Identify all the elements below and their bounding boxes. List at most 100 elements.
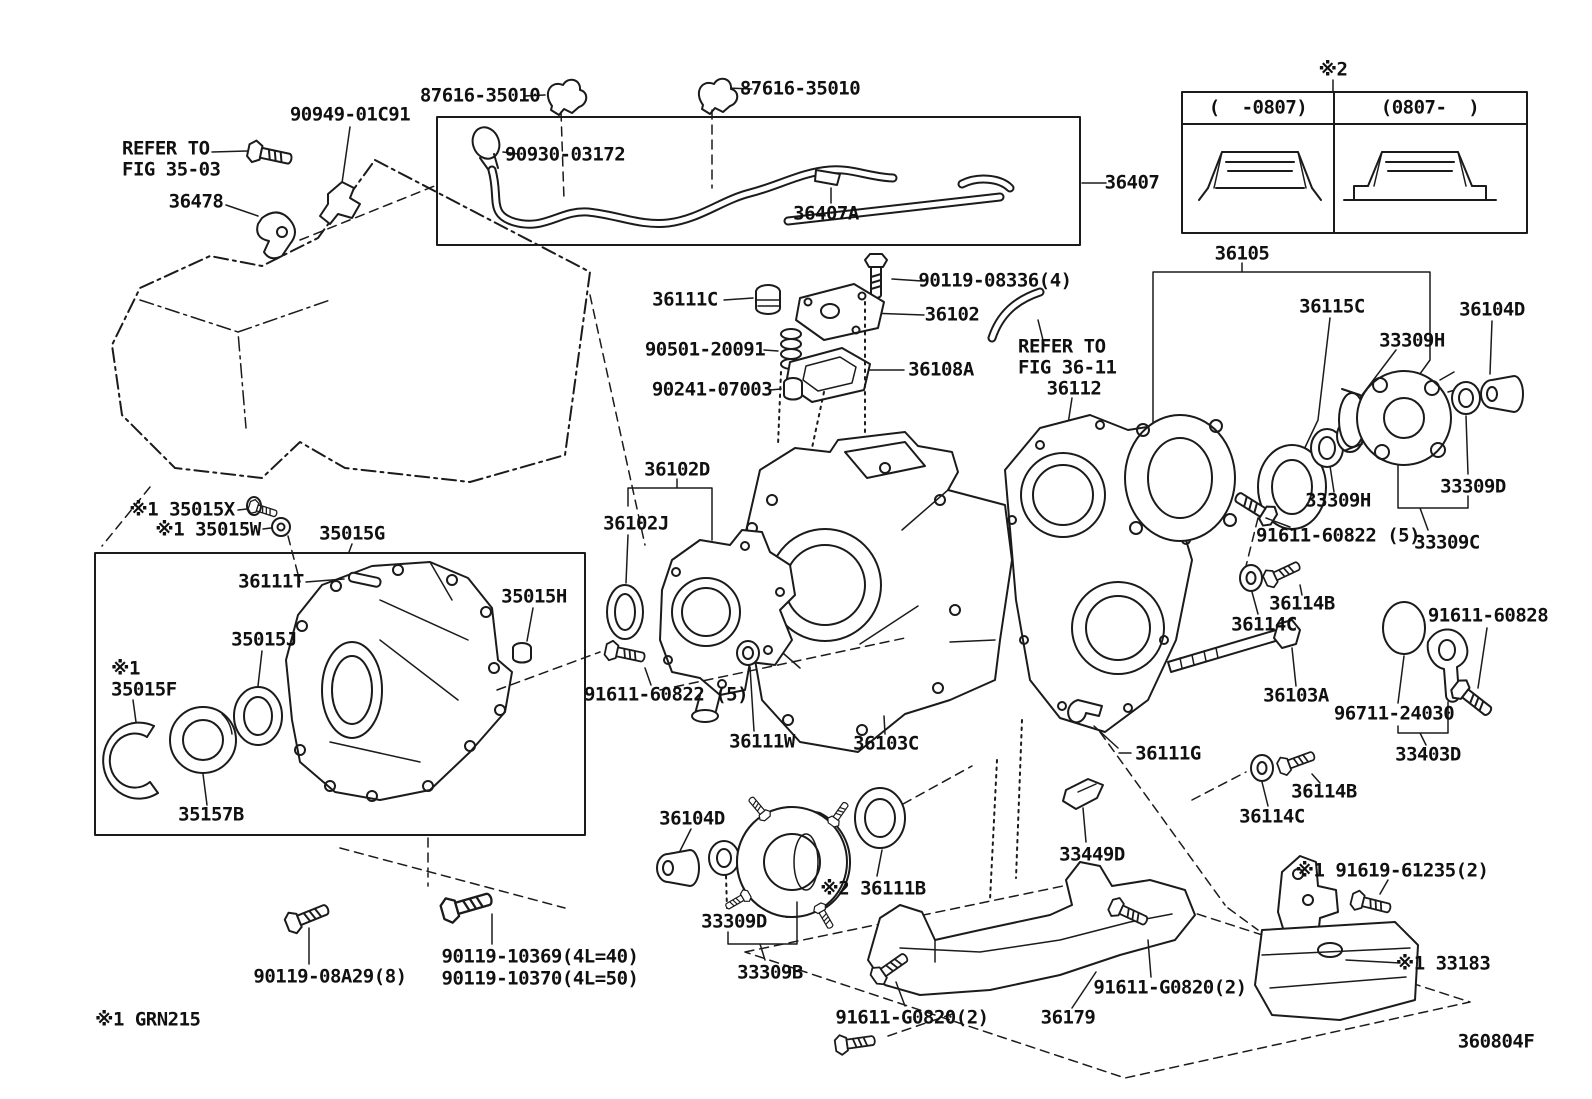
plug-90241: [769, 377, 803, 401]
part-label-36111w: 36111W: [729, 730, 795, 753]
part-label-33309d-b: 33309D: [701, 910, 767, 933]
snap-ring-35015f: [102, 699, 159, 800]
part-label-36114c-a: 36114C: [1231, 613, 1297, 636]
control-retainer-36102: [795, 283, 925, 341]
companion-flange-33309c: [1338, 370, 1469, 531]
part-label-90930-03172: 90930-03172: [504, 143, 626, 166]
part-label-91611-g0820-l: 91611-G0820(2): [835, 1006, 989, 1029]
transmission-ghost-outline: [101, 159, 646, 547]
part-label-36114b-b: 36114B: [1291, 780, 1357, 803]
part-label-36102: 36102: [924, 303, 980, 326]
part-label-36108a: 36108A: [908, 358, 974, 381]
part-label-refer-fig-35-03: REFER TO FIG 35-03: [122, 137, 221, 181]
lock-nut-36104d-bottom: [656, 828, 700, 887]
part-label-35015g: 35015G: [319, 522, 385, 545]
part-label-91611-g0820-r: 91611-G0820(2): [1093, 976, 1247, 999]
part-label-91611-60822-a: 91611-60822 (5): [1255, 524, 1421, 547]
part-label-96711-24030: 96711-24030: [1333, 702, 1455, 725]
part-label-36103c: 36103C: [853, 732, 919, 755]
part-label-36102d: 36102D: [644, 458, 710, 481]
bolt-90119-08a29: [281, 897, 333, 965]
part-label-90119-10369: 90119-10369(4L=40): [441, 945, 639, 968]
part-label-91619-61235: ※1 91619-61235(2): [1295, 859, 1490, 882]
part-label-33449d: 33449D: [1059, 843, 1125, 866]
part-label-90949-01c91: 90949-01C91: [289, 103, 411, 126]
seal-ring-33309d-right: [1451, 381, 1481, 475]
part-label-36104d-b: 36104D: [659, 807, 725, 830]
part-label-33309h-b: 33309H: [1305, 489, 1371, 512]
part-label-36179: 36179: [1040, 1006, 1096, 1029]
clamp-33449d: [1062, 778, 1104, 843]
part-label-90501-20091: 90501-20091: [644, 338, 766, 361]
bolt-91611-60828: [1447, 627, 1498, 723]
washer-bolt-36114-upper: [1239, 555, 1304, 615]
mount-33183: [1227, 855, 1419, 1021]
pump-cover-36102d: [627, 478, 796, 723]
part-label-36105: 36105: [1214, 242, 1270, 265]
lock-nut-36104d-right: [1480, 320, 1524, 413]
plug-35015h: [512, 607, 534, 664]
part-label-33309h-a: 33309H: [1379, 329, 1445, 352]
part-label-36115c: 36115C: [1299, 295, 1365, 318]
part-label-87616-35010-l: 87616-35010: [419, 84, 541, 107]
part-label-33309d-a: 33309D: [1440, 475, 1506, 498]
bolt-90119-08336: [864, 253, 923, 299]
part-label-36111b: ※2 36111B: [820, 877, 926, 900]
part-label-33309c: 33309C: [1414, 531, 1480, 554]
oil-seal-36111b: [854, 765, 973, 877]
extension-housing-box: [94, 543, 586, 836]
part-label-33183: ※1 33183: [1395, 952, 1491, 975]
part-label-36102j: 36102J: [603, 512, 669, 535]
part-label-35015j: 35015J: [231, 628, 297, 651]
bolt-91611-60822-left: [602, 638, 652, 686]
hose-clamp-right: [697, 77, 753, 189]
alignment-dots: [777, 301, 866, 449]
part-label-note-2-marker: ※2: [1318, 58, 1348, 81]
bolt-91611-g0820-left: [833, 947, 959, 1057]
hose-clamp-left: [523, 78, 588, 201]
part-label-36478: 36478: [168, 190, 224, 213]
part-label-36104d-a: 36104D: [1459, 298, 1525, 321]
part-label-90119-08336: 90119-08336(4): [918, 269, 1072, 292]
hose-clip-36407a: [814, 169, 841, 204]
part-label-variant-col-late: (0807- ): [1380, 96, 1480, 119]
part-label-36111c: 36111C: [652, 288, 718, 311]
bolt-91611-60822-right: [1229, 485, 1291, 567]
part-label-36114b-a: 36114B: [1269, 592, 1335, 615]
part-label-360804f: 360804F: [1457, 1030, 1535, 1053]
hub-drum-33309b: [722, 793, 853, 961]
bearing-retainer-36105: [1124, 414, 1237, 542]
bracket-36478: [225, 204, 296, 260]
part-label-36111g: 36111G: [1135, 742, 1201, 765]
part-label-variant-col-early: ( -0807): [1208, 96, 1308, 119]
part-label-35015x: ※1 35015X: [129, 498, 235, 521]
part-label-36407a: 36407A: [793, 202, 859, 225]
part-label-refer-fig-36-11: REFER TO FIG 36-11: [1018, 335, 1117, 379]
bolt-91611-g0820-right: [1105, 894, 1152, 978]
breather-tube-36111g: [1067, 699, 1226, 906]
assembly-dash-lines: [496, 637, 906, 691]
bolt-91619-61235: [1348, 879, 1394, 920]
part-label-91611-60822-b: 91611-60822 (5): [583, 683, 749, 706]
part-label-33309b: 33309B: [737, 961, 803, 984]
rear-cover-36112: [1004, 397, 1193, 733]
pin-36111t: [305, 571, 382, 588]
bolt-dash-lines: [339, 837, 566, 909]
part-label-36111t: 36111T: [238, 570, 304, 593]
part-label-grn215: ※1 GRN215: [95, 1008, 201, 1031]
dust-seal-35157b: [169, 706, 237, 806]
breather-hose-box: [436, 77, 1081, 246]
part-label-36407: 36407: [1104, 171, 1160, 194]
part-label-90241-07003: 90241-07003: [651, 378, 773, 401]
transfer-case-front-36103c: [743, 431, 1023, 901]
part-label-35015h: 35015H: [501, 585, 567, 608]
bolt-36103a: [1167, 619, 1301, 687]
leader-36105: [1152, 262, 1431, 521]
oring-96711: [1382, 601, 1426, 704]
part-label-87616-35010-r: 87616-35010: [739, 77, 861, 100]
refer-35-03-bolt: [211, 138, 295, 171]
seal-late-art: [1343, 151, 1497, 201]
part-label-90119-10370: 90119-10370(4L=50): [441, 967, 639, 990]
